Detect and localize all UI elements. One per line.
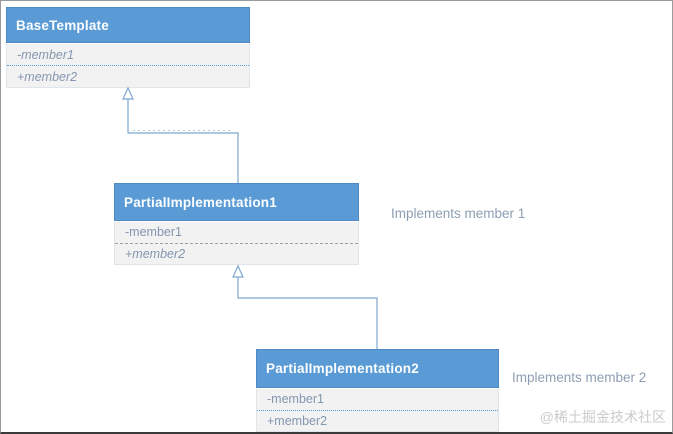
class-member-list: -member1 +member2 <box>114 222 359 265</box>
class-name: BaseTemplate <box>16 17 109 33</box>
class-header: BaseTemplate <box>6 7 250 43</box>
generalization-connector-1 <box>127 99 239 183</box>
class-box-partialimplementation2: PartialImplementation2 -member1 +member2 <box>256 349 499 432</box>
generalization-connector-2 <box>237 277 378 349</box>
annotation-implements-member-2: Implements member 2 <box>512 370 647 385</box>
member-row: +member2 <box>115 242 358 265</box>
member-row: +member2 <box>257 409 498 432</box>
hollow-triangle-arrowhead-icon <box>232 264 244 278</box>
hollow-triangle-arrowhead-icon <box>122 86 134 100</box>
class-name: PartialImplementation2 <box>266 361 419 376</box>
class-header: PartialImplementation2 <box>256 349 499 388</box>
member-row: +member2 <box>7 65 249 87</box>
member-row: -member1 <box>267 392 324 407</box>
member-row: -member1 <box>17 47 74 62</box>
class-name: PartialImplementation1 <box>124 194 277 210</box>
class-box-basetemplate: BaseTemplate -member1 +member2 <box>6 7 250 88</box>
class-box-partialimplementation1: PartialImplementation1 -member1 +member2 <box>114 183 359 265</box>
class-member-list: -member1 +member2 <box>256 389 499 432</box>
class-member-list: -member1 +member2 <box>6 44 250 88</box>
annotation-implements-member-1: Implements member 1 <box>391 206 526 221</box>
watermark: @稀土掘金技术社区 <box>539 409 666 425</box>
member-row: -member1 <box>125 225 182 240</box>
class-header: PartialImplementation1 <box>114 183 359 221</box>
